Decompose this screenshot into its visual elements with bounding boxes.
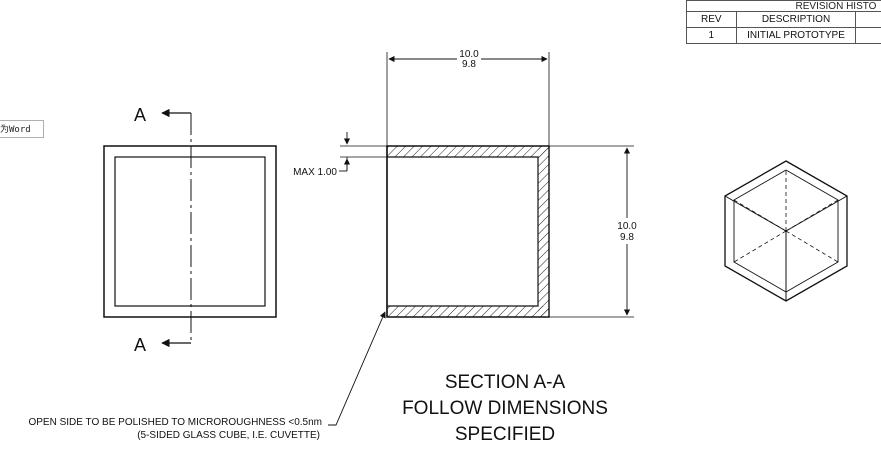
section-wall-right [538,146,549,317]
section-title-line1: SECTION A-A [444,372,566,393]
iso-edge-left [724,195,787,232]
note-leader-line [328,311,386,426]
word-tooltip[interactable]: 为Word [0,120,44,138]
polish-note: OPEN SIDE TO BE POLISHED TO MICROROUGHNE… [0,416,322,442]
section-title-line3: SPECIFIED [454,424,556,445]
iso-hidden-edge-top-right [785,199,839,232]
revision-table: REVISION HISTO REV DESCRIPTION 1 INITIAL… [686,0,881,44]
section-title-line2: FOLLOW DIMENSIONS [402,398,608,419]
section-label-bottom: A [134,335,146,355]
revision-header-description: DESCRIPTION [735,11,857,28]
height-dim-max: 10.0 [617,221,637,232]
width-dim-max: 10.0 [459,49,479,60]
section-title: SECTION A-A FOLLOW DIMENSIONS SPECIFIED [370,370,640,448]
section-outline-inner [387,156,539,307]
revision-cell-rev: 1 [686,27,737,44]
front-view: A A [103,105,277,355]
revision-table-title: REVISION HISTO [686,0,881,12]
section-wall-top [387,146,549,157]
polish-note-line2: (5-SIDED GLASS CUBE, I.E. CUVETTE) [137,430,320,441]
section-wall-bottom [387,306,549,317]
revision-cell-extra [855,27,881,44]
table-row: 1 INITIAL PROTOTYPE [686,27,881,44]
section-outline-outer [386,145,550,318]
isometric-view [724,160,848,302]
polish-note-line1: OPEN SIDE TO BE POLISHED TO MICROROUGHNE… [28,417,322,428]
front-view-inner-edge [114,156,266,307]
iso-edge-right [785,195,848,232]
wall-dim-label: MAX 1.00 [293,167,337,178]
revision-cell-description: INITIAL PROTOTYPE [735,27,857,44]
front-view-outer-edge [103,145,277,318]
iso-hidden-edge-right [785,230,839,263]
section-label-top: A [134,105,146,125]
iso-hidden-edge-left [733,230,787,263]
width-dim-min: 9.8 [462,59,476,70]
section-view: 10.0 9.8 10.0 9.8 MAX 1.00 [293,49,637,426]
iso-hidden-edge-top-left [733,199,787,232]
height-dim-min: 9.8 [620,232,634,243]
revision-header-rev: REV [686,11,737,28]
revision-header-extra [855,11,881,28]
